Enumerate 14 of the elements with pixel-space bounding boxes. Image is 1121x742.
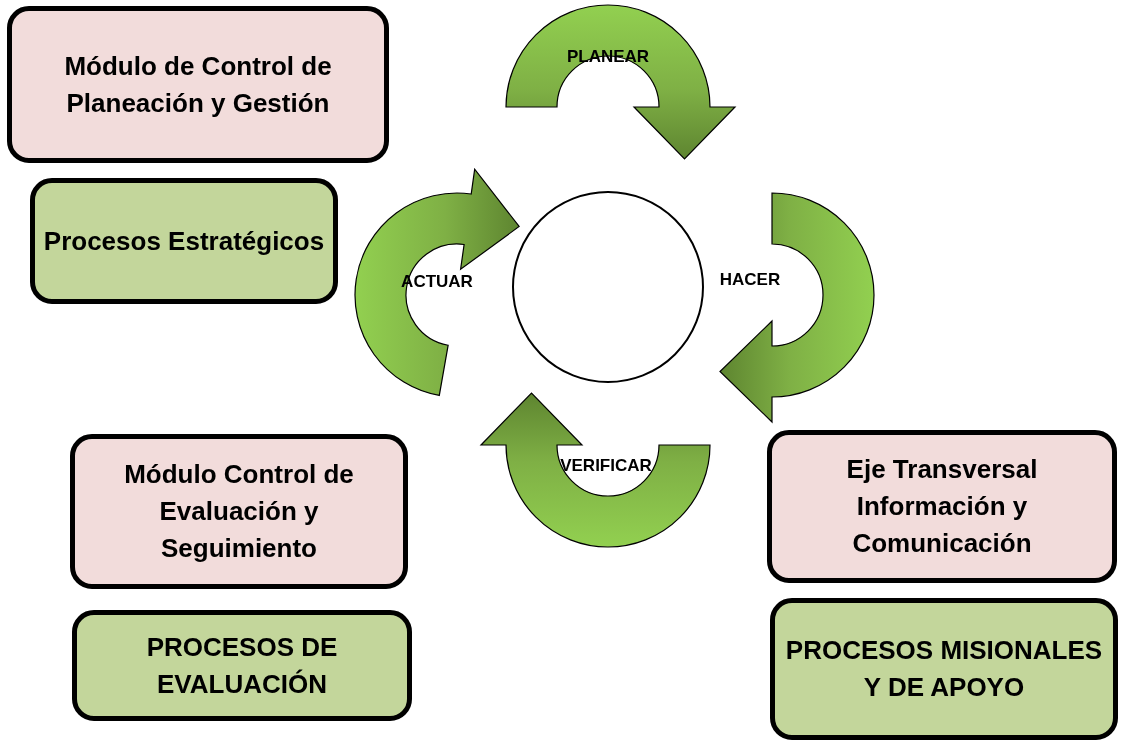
box-text: PROCESOS DE EVALUACIÓN <box>145 630 339 701</box>
rounded-box <box>770 598 1118 740</box>
arrow-label: PLANEAR <box>566 47 650 67</box>
box-text: Módulo de Control de Planeación y Gestión <box>63 49 333 120</box>
box-text: Procesos Estratégicos <box>42 224 326 258</box>
box-text: Eje Transversal Información y Comunicación <box>845 453 1039 560</box>
box-text: PROCESOS MISIONALES Y DE APOYO <box>784 634 1104 704</box>
box-text: Módulo Control de Evaluación y Seguimiento <box>123 458 355 565</box>
arrow-label: HACER <box>719 270 781 290</box>
rounded-box <box>767 430 1117 583</box>
rounded-box <box>30 178 338 304</box>
rounded-box <box>70 434 408 589</box>
rounded-box <box>72 610 412 721</box>
rounded-box <box>7 6 389 163</box>
